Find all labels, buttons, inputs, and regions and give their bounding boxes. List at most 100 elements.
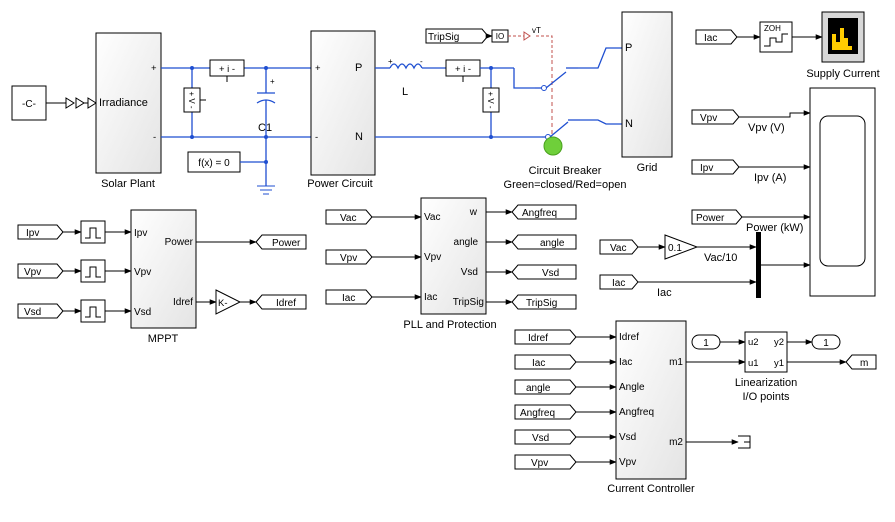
svg-text:Irradiance: Irradiance — [99, 97, 148, 109]
svg-text:Iac: Iac — [704, 33, 717, 44]
solver-configuration[interactable]: f(x) = 0 — [187, 151, 241, 173]
vpv-from-cc[interactable]: Vpv — [514, 454, 577, 470]
vsd-from-cc[interactable]: Vsd — [514, 429, 577, 445]
vsd-from-mppt[interactable]: Vsd — [17, 303, 64, 319]
svg-text:angle: angle — [526, 383, 551, 394]
svg-text:Power (kW): Power (kW) — [746, 222, 803, 234]
svg-text:+ V -: + V - — [187, 91, 196, 108]
svg-text:Vsd: Vsd — [532, 433, 549, 444]
idref-from-cc[interactable]: Idref — [514, 329, 577, 345]
linearization-label-2: I/O points — [742, 391, 790, 403]
ammeter-left[interactable]: + i - — [209, 59, 245, 77]
svg-text:Iac: Iac — [424, 292, 437, 303]
terminator[interactable] — [738, 435, 751, 449]
svg-text:vT: vT — [532, 26, 541, 35]
iac-from-scope[interactable]: Iac — [695, 29, 738, 45]
rate-transition-2[interactable] — [80, 259, 106, 283]
mppt-label: MPPT — [148, 333, 179, 345]
io-converter[interactable]: IO — [491, 29, 509, 43]
svg-text:u2: u2 — [748, 337, 759, 348]
angle-from-cc[interactable]: angle — [514, 379, 577, 395]
power-circuit-label: Power Circuit — [307, 178, 372, 190]
svg-text:m: m — [860, 358, 868, 369]
svg-text:+ i -: + i - — [219, 64, 235, 75]
svg-text:Power: Power — [272, 238, 301, 249]
svg-text:Ipv: Ipv — [26, 228, 39, 239]
svg-text:Angfreq: Angfreq — [619, 407, 654, 418]
svg-text:Vsd: Vsd — [461, 267, 478, 278]
svg-text:0.1: 0.1 — [668, 243, 682, 254]
vpv-from-mppt[interactable]: Vpv — [17, 263, 64, 279]
svg-text:Angfreq: Angfreq — [522, 208, 557, 219]
tripsig-from[interactable]: TripSig — [425, 28, 489, 44]
svg-text:-: - — [315, 132, 318, 143]
svg-text:-: - — [153, 132, 156, 143]
const-1-right[interactable]: 1 — [811, 334, 841, 350]
capacitor-label: C1 — [258, 122, 272, 134]
vpv-from-pll[interactable]: Vpv — [325, 249, 373, 265]
mppt-block[interactable]: Ipv Vpv Vsd Power Idref — [130, 209, 197, 329]
grid-block[interactable]: P N — [621, 11, 673, 158]
svg-text:Ipv (A): Ipv (A) — [754, 172, 786, 184]
angfreq-goto[interactable]: Angfreq — [511, 204, 577, 220]
current-controller-block[interactable]: Idref Iac Angle Angfreq Vsd Vpv m1 m2 — [615, 320, 687, 480]
svg-text:+ i -: + i - — [455, 64, 471, 75]
svg-text:m2: m2 — [669, 437, 683, 448]
power-goto-mppt[interactable]: Power — [255, 234, 307, 250]
svg-text:Ipv: Ipv — [700, 163, 713, 174]
constant-block[interactable]: -C- — [11, 85, 47, 121]
svg-text:-: - — [420, 57, 423, 66]
linearization-block[interactable]: u2 u1 y2 y1 — [744, 331, 788, 373]
breaker-status-lamp — [543, 136, 563, 156]
svg-text:Vpv (V): Vpv (V) — [748, 122, 785, 134]
grid-label: Grid — [637, 162, 658, 174]
svg-text:Vac: Vac — [610, 243, 627, 254]
svg-text:-C-: -C- — [22, 99, 36, 110]
svg-text:Vac/10: Vac/10 — [704, 252, 737, 264]
vac-from-scope[interactable]: Vac — [599, 239, 639, 255]
pll-block[interactable]: Vac Vpv Iac w angle Vsd TripSig — [420, 197, 487, 315]
zoh-block[interactable]: ZOH — [759, 21, 793, 53]
svg-text:y1: y1 — [774, 358, 784, 369]
ammeter-right[interactable]: + i - — [445, 59, 481, 77]
angle-goto[interactable]: angle — [511, 234, 577, 250]
converter-icon — [65, 97, 85, 109]
vsd-goto[interactable]: Vsd — [511, 264, 577, 280]
vpv-from-scope[interactable]: Vpv — [691, 109, 740, 125]
supply-current-scope[interactable] — [821, 11, 865, 63]
m-goto[interactable]: m — [845, 354, 877, 370]
iac-from-cc[interactable]: Iac — [514, 354, 577, 370]
circuit-breaker[interactable] — [535, 67, 580, 140]
iac-from-pll[interactable]: Iac — [325, 289, 373, 305]
svg-text:Idref: Idref — [173, 297, 193, 308]
mux-block[interactable] — [756, 232, 761, 298]
vac-from-pll[interactable]: Vac — [325, 209, 373, 225]
inductor-label: L — [402, 86, 408, 98]
solar-plant-block[interactable]: Irradiance + - — [95, 32, 162, 174]
angfreq-from-cc[interactable]: Angfreq — [514, 404, 577, 420]
svg-text:Ipv: Ipv — [134, 228, 147, 239]
svg-text:Vac: Vac — [424, 212, 441, 223]
svg-text:Vsd: Vsd — [619, 432, 636, 443]
svg-text:Vpv: Vpv — [700, 113, 717, 124]
inductor[interactable] — [389, 63, 423, 70]
tripsig-goto[interactable]: TripSig — [511, 294, 577, 310]
svg-text:Vsd: Vsd — [24, 307, 41, 318]
voltmeter-left[interactable]: + V - — [183, 87, 201, 113]
ipv-from-mppt[interactable]: Ipv — [17, 224, 64, 240]
voltmeter-right[interactable]: + V - — [482, 87, 500, 113]
ipv-from-scope[interactable]: Ipv — [691, 159, 740, 175]
svg-text:Vsd: Vsd — [542, 268, 559, 279]
power-from-scope[interactable]: Power — [691, 209, 743, 225]
rate-transition-3[interactable] — [80, 299, 106, 323]
iac-from-mux[interactable]: Iac — [599, 274, 639, 290]
linearization-label-1: Linearization — [735, 377, 797, 389]
k-gain[interactable]: K- — [215, 289, 242, 315]
gain-0.1[interactable]: 0.1 — [664, 234, 699, 260]
idref-goto-mppt[interactable]: Idref — [255, 294, 307, 310]
const-1-left[interactable]: 1 — [691, 334, 721, 350]
main-scope[interactable] — [809, 87, 876, 297]
breaker-label-1: Circuit Breaker — [529, 165, 602, 177]
rate-transition-1[interactable] — [80, 220, 106, 244]
power-circuit-block[interactable]: + - P N — [310, 30, 376, 176]
